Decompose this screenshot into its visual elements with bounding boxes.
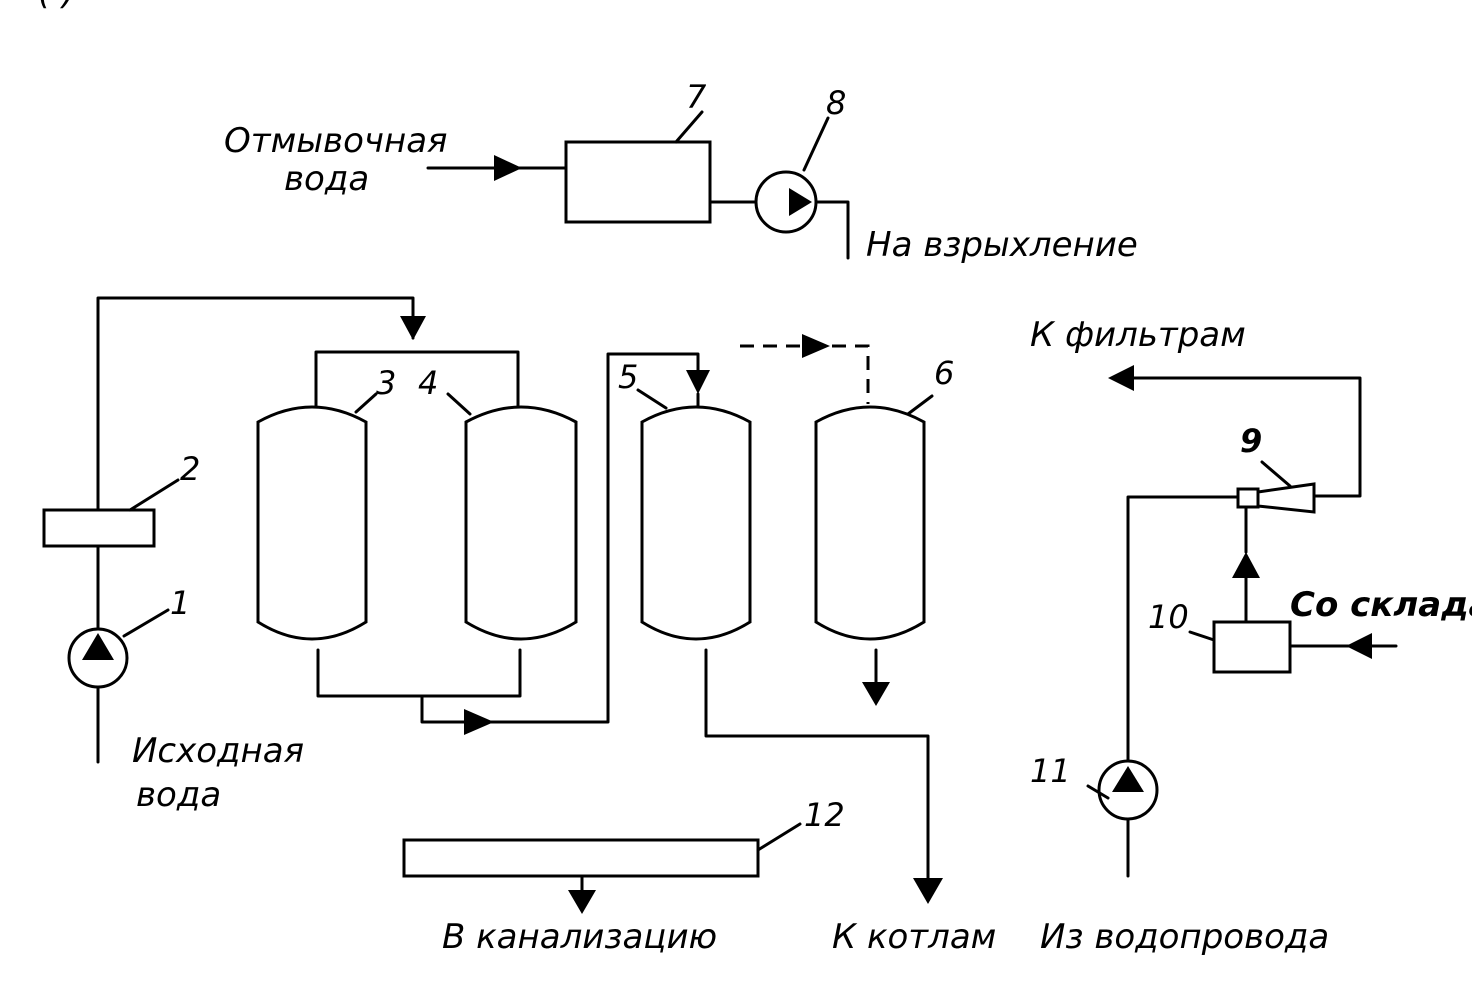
number-6: 6 xyxy=(934,354,954,392)
drain-tank-12 xyxy=(402,838,760,878)
filter-4 xyxy=(464,405,578,641)
number-5: 5 xyxy=(618,358,638,396)
label-from-warehouse: Со склада xyxy=(1290,585,1472,625)
ejector-9 xyxy=(1236,482,1316,514)
label-to-loosening: На взрыхление xyxy=(866,225,1138,265)
label-washing-water-2: вода xyxy=(284,159,369,199)
washing-water-tank-7 xyxy=(564,140,712,224)
label-to-sewer: В канализацию xyxy=(442,917,717,957)
filter-5 xyxy=(640,405,752,641)
number-10: 10 xyxy=(1148,598,1189,636)
number-1: 1 xyxy=(170,584,190,622)
flow-meter-2 xyxy=(42,508,156,548)
number-12: 12 xyxy=(804,796,845,834)
label-to-boilers: К котлам xyxy=(832,917,996,957)
reagent-tank-10 xyxy=(1212,620,1292,674)
label-washing-water-1: Отмывочная xyxy=(224,121,448,161)
number-8: 8 xyxy=(826,84,846,122)
washing-water-line xyxy=(426,155,568,181)
header-fragment: ( ) xyxy=(38,0,75,13)
label-source-water-1: Исходная xyxy=(132,731,304,771)
label-to-filters: К фильтрам xyxy=(1030,315,1246,355)
pump-1 xyxy=(67,627,129,689)
number-2: 2 xyxy=(180,450,200,488)
dashed-link-to-filter-6 xyxy=(740,334,870,404)
number-3: 3 xyxy=(376,364,396,402)
filter-6 xyxy=(814,405,926,641)
label-source-water-2: вода xyxy=(136,775,221,815)
number-9: 9 xyxy=(1240,422,1262,460)
filter-3 xyxy=(256,405,368,641)
pump-8 xyxy=(754,170,818,234)
number-11: 11 xyxy=(1030,752,1071,790)
number-7: 7 xyxy=(686,78,707,116)
number-4: 4 xyxy=(418,364,438,402)
label-from-water-supply: Из водопровода xyxy=(1040,917,1329,957)
pump-11 xyxy=(1097,759,1159,821)
